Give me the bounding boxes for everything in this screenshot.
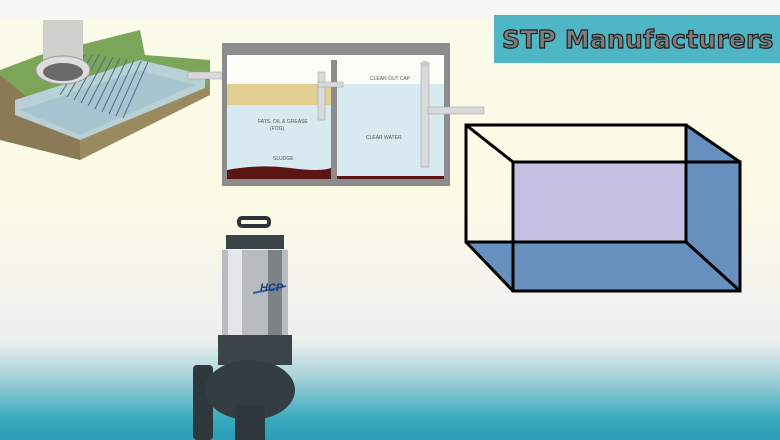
banner-title: STP Manufacturers [501, 24, 774, 54]
label-fog: FATS, OIL & GREASE [258, 119, 308, 125]
storage-tank-cuboid [464, 123, 742, 293]
septic-tank: FATS, OIL & GREASE (FOG) SLUDGE CLEAN OU… [222, 43, 485, 186]
label-fog-abbr: (FOG) [270, 126, 284, 132]
submersible-pump: HCP [193, 216, 295, 440]
title-banner: STP Manufacturers [494, 15, 780, 63]
screen-chamber-illustration [0, 20, 210, 160]
pump-brand-logo: HCP [260, 282, 284, 294]
label-clean-out-cap: CLEAN OUT CAP [370, 76, 411, 82]
label-sludge: SLUDGE [273, 156, 294, 162]
label-clear-water: CLEAR WATER [366, 135, 402, 141]
